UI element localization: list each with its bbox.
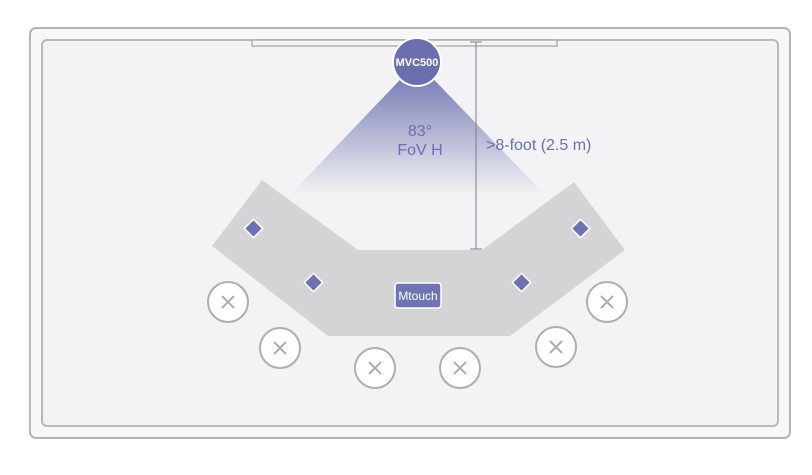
microphone-pod-icon: [511, 272, 532, 293]
microphone-pod-icon: [570, 218, 591, 239]
camera-label: MVC500: [396, 57, 439, 69]
fov-angle-label: 83°: [408, 123, 432, 140]
chair-x-icon: [207, 281, 249, 323]
chair-x-icon: [354, 347, 396, 389]
fov-label: FoV H: [397, 142, 442, 159]
camera-icon: MVC500: [392, 37, 442, 87]
mtouch-label: Mtouch: [398, 289, 437, 303]
conference-table: [212, 180, 625, 336]
microphone-pod-icon: [303, 272, 324, 293]
fov-cone: [290, 62, 545, 195]
chair-x-icon: [535, 326, 577, 368]
distance-measure: [470, 41, 482, 250]
chair-x-icon: [439, 347, 481, 389]
mtouch-controller: Mtouch: [394, 282, 442, 309]
chair-x-icon: [259, 327, 301, 369]
chair-x-icon: [586, 281, 628, 323]
distance-label: >8-foot (2.5 m): [486, 137, 591, 154]
microphone-pod-icon: [243, 218, 264, 239]
